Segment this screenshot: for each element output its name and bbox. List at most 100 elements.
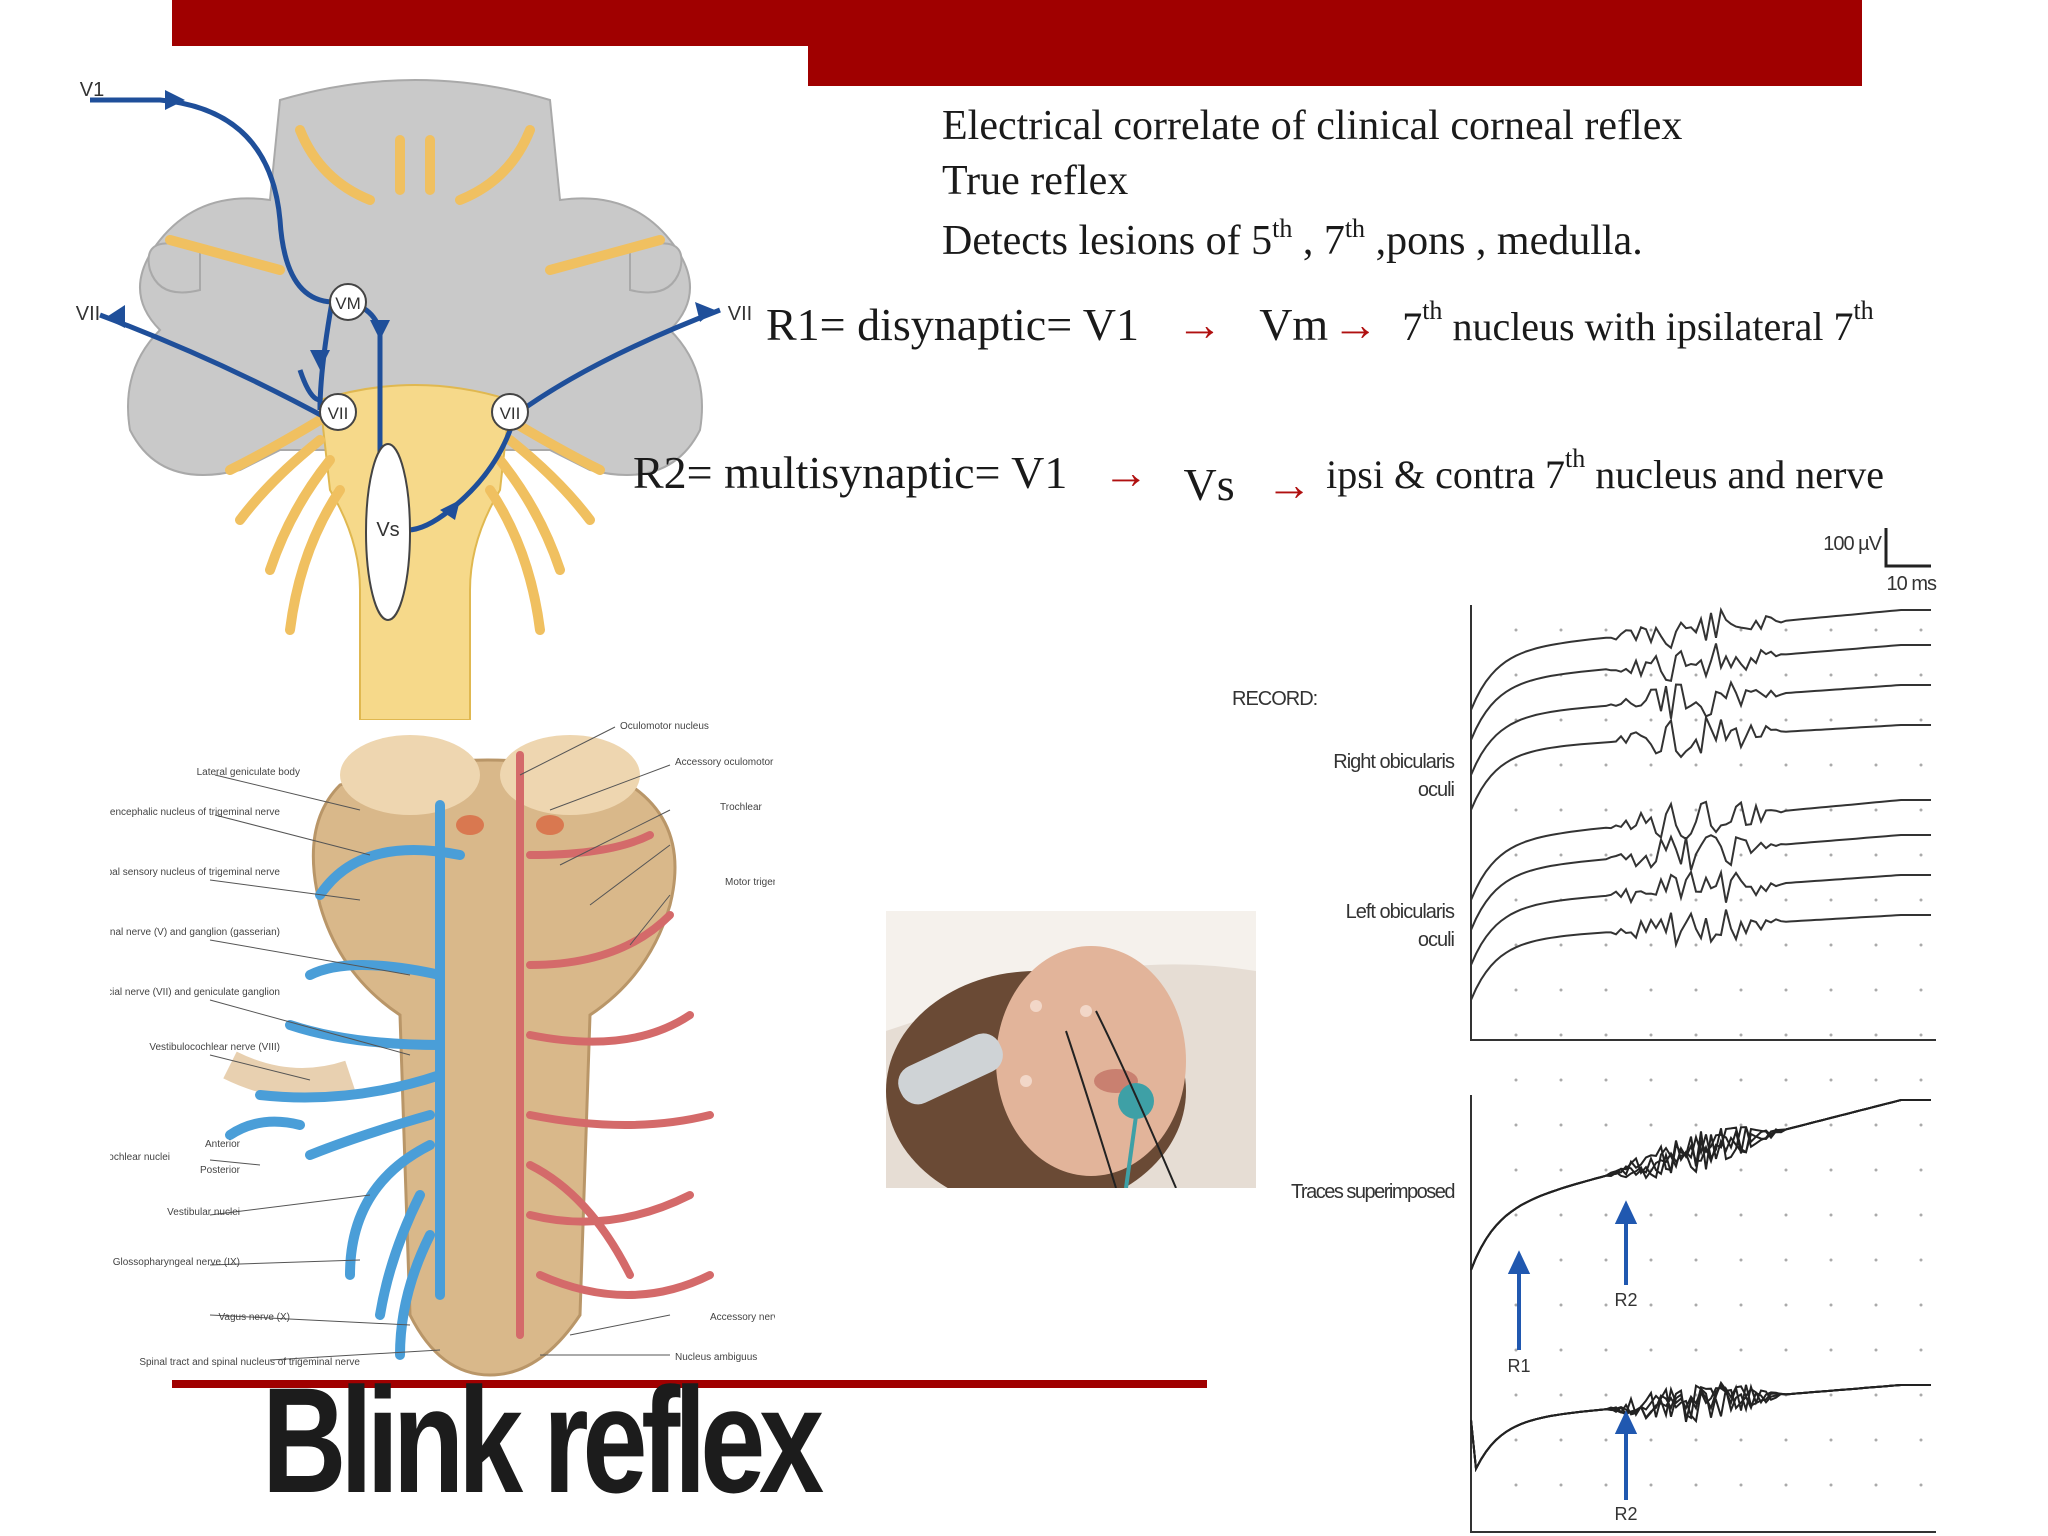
right-oculi-label-2: oculi (1418, 779, 1455, 801)
grid-dot (1919, 1213, 1923, 1217)
r1-sup2: th (1853, 296, 1874, 325)
grid-dot (1784, 1483, 1788, 1487)
header-bar (172, 0, 1862, 46)
grid-dot (1829, 943, 1833, 947)
grid-dot (1694, 1258, 1698, 1262)
r1-arrow-2: → (1332, 299, 1379, 350)
grid-dot (1784, 1303, 1788, 1307)
r2-arrow-2: → (1266, 459, 1313, 510)
anatomy-label: Vestibular nuclei (167, 1207, 240, 1218)
r1-arrow-1: → (1176, 299, 1223, 350)
ground-electrode (1118, 1083, 1154, 1119)
emg-trace (1470, 643, 1931, 741)
grid-dot (1559, 1123, 1563, 1127)
grid-dot (1559, 718, 1563, 722)
label-v1: V1 (80, 79, 104, 101)
nuclei-nodes (319, 283, 529, 621)
grid-dot (1559, 1033, 1563, 1037)
superimposed-traces (1470, 1099, 1931, 1473)
grid-dot (1739, 1213, 1743, 1217)
grid-dot (1604, 943, 1608, 947)
anatomy-label: Vestibulocochlear nerve (VIII) (149, 1042, 280, 1053)
left-oculi-label-1: Left obicularis (1346, 901, 1455, 923)
grid-dot (1604, 808, 1608, 812)
anatomy-label: Cochlear nuclei (110, 1152, 170, 1163)
grid-dot (1649, 853, 1653, 857)
brainstem-schematic: V1 VII VII VM VII VII Vs (76, 79, 752, 720)
grid-dot (1829, 853, 1833, 857)
lesions-mid: , 7 (1292, 218, 1345, 264)
grid-dot (1874, 988, 1878, 992)
r2-text-b: Vs (1183, 459, 1235, 510)
grid-dot (1874, 1348, 1878, 1352)
grid-dot (1694, 718, 1698, 722)
r2-arrow-1: → (1102, 447, 1149, 498)
grid-dot (1874, 628, 1878, 632)
r1-sup1: th (1422, 296, 1443, 325)
record-label: RECORD: (1232, 688, 1317, 710)
grid-dot (1739, 1438, 1743, 1442)
grid-dot (1919, 1123, 1923, 1127)
r1-text-b: Vm (1259, 299, 1329, 350)
grid-dot (1514, 853, 1518, 857)
grid-dot (1919, 628, 1923, 632)
grid-dot (1514, 1483, 1518, 1487)
grid-dot (1784, 1258, 1788, 1262)
superimposed-trace-lower (1470, 1384, 1931, 1473)
vii-node-left (319, 393, 357, 431)
left-oculi-label-2: oculi (1418, 929, 1455, 951)
emg-trace (1470, 606, 1931, 711)
grid-dot (1604, 718, 1608, 722)
grid-dot (1919, 853, 1923, 857)
grid-dot (1829, 673, 1833, 677)
motor-nuclei-red (516, 751, 714, 1339)
grid-dot (1514, 1303, 1518, 1307)
grid-dot (1604, 1033, 1608, 1037)
grid-dot (1514, 1033, 1518, 1037)
grid-dot (1874, 1033, 1878, 1037)
grid-dot (1649, 988, 1653, 992)
grid-dot (1874, 808, 1878, 812)
grid-dot (1739, 718, 1743, 722)
grid-dot (1514, 1168, 1518, 1172)
grid-dot (1784, 1033, 1788, 1037)
scale-amp-label: 100 µV (1823, 533, 1882, 555)
grid-dot (1739, 1483, 1743, 1487)
grid-dot (1919, 988, 1923, 992)
grid-dot (1784, 1348, 1788, 1352)
top-panel-axis (1470, 605, 1936, 1041)
leader-lines (209, 726, 671, 1361)
grid-dot (1919, 1168, 1923, 1172)
grid-dot (1694, 1078, 1698, 1082)
lesions-sup1: th (1272, 214, 1293, 243)
superimposed-label: Traces superimposed (1291, 1181, 1454, 1203)
grid-dot (1739, 1258, 1743, 1262)
grid-dot (1919, 1258, 1923, 1262)
grid-dot (1829, 718, 1833, 722)
r1-line: R1= disynaptic= V1 → Vm→7th nucleus with… (766, 298, 1874, 350)
grid-dot (1874, 1483, 1878, 1487)
grid-dot (1694, 1348, 1698, 1352)
emg-trace (1470, 868, 1931, 966)
grid-dot (1649, 943, 1653, 947)
grid-dot (1874, 1258, 1878, 1262)
grid-dot (1604, 1303, 1608, 1307)
grid-dot (1604, 1078, 1608, 1082)
grid-dot (1604, 898, 1608, 902)
grid-dot (1784, 853, 1788, 857)
grid-dot (1829, 1078, 1833, 1082)
grid-dot (1874, 1168, 1878, 1172)
scale-bar (1884, 528, 1931, 568)
grid-dot (1604, 1483, 1608, 1487)
grid-dot (1829, 1213, 1833, 1217)
grid-dot (1649, 673, 1653, 677)
vm-node (329, 283, 367, 321)
grid-dot (1514, 1213, 1518, 1217)
anatomy-label: Vagus nerve (X) (218, 1312, 290, 1323)
emg-trace (1470, 834, 1931, 931)
grid-dot (1514, 673, 1518, 677)
label-vs: Vs (376, 519, 399, 541)
grid-dot (1874, 1213, 1878, 1217)
lesions-post: ,pons , medulla. (1365, 218, 1643, 264)
grid-dot (1829, 1168, 1833, 1172)
